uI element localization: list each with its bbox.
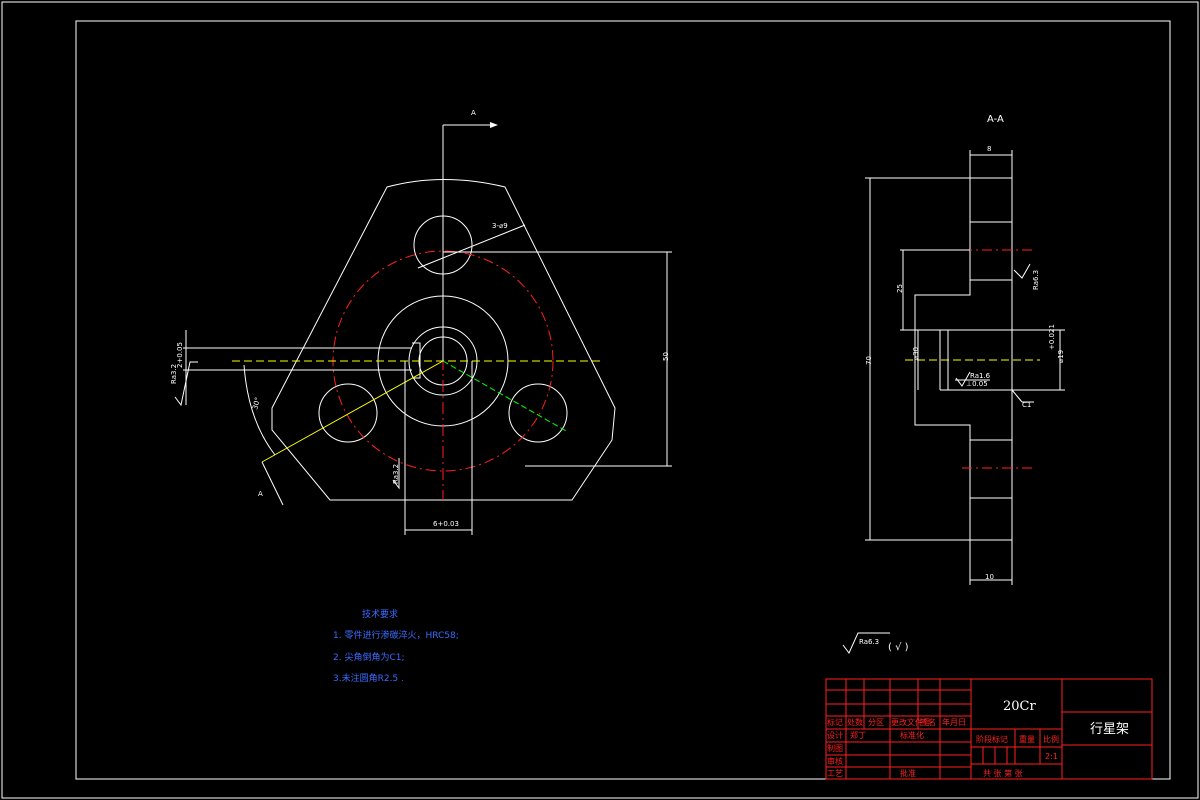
dim-diameter-19: ⌀19 — [1057, 350, 1065, 363]
dim-bore-depth: 25 — [896, 284, 904, 293]
tb-approve: 批准 — [900, 768, 916, 778]
general-roughness-symbol: Ra6.3 — [859, 638, 879, 646]
section-label: A-A — [987, 114, 1004, 125]
dim-tol-19: +0.021 — [1048, 324, 1056, 350]
hole-left — [318, 383, 378, 443]
front-view — [174, 122, 672, 535]
tb-h-mark: 标记 — [827, 717, 843, 727]
tb-process: 工艺 — [827, 769, 843, 778]
rough-key: Ra3.2 — [392, 464, 400, 484]
tb-scale: 2:1 — [1045, 752, 1058, 761]
cut-arrow-top — [490, 122, 498, 128]
dim-bottom-width: 10 — [985, 573, 994, 581]
tech-note-3: 3.未注圆角R2.5 . — [333, 672, 404, 684]
tb-weight: 重量 — [1019, 734, 1035, 744]
material: 20Cr — [1003, 699, 1036, 714]
tb-scale-label: 比例 — [1043, 734, 1059, 744]
rough-side: Ra6.3 — [1032, 270, 1040, 290]
section-view — [865, 150, 1065, 585]
tech-note-1: 1. 零件进行渗碳淬火，HRC58; — [333, 629, 459, 641]
center-diag-right — [442, 360, 569, 433]
tech-notes-title: 技术要求 — [362, 608, 398, 620]
dim-key-bottom: 6+0.03 — [433, 520, 459, 528]
dim-key-left: 2+0.05 — [176, 342, 184, 368]
tb-h-sign: 签名 — [920, 717, 936, 727]
inner-frame — [75, 20, 1171, 780]
tb-draw: 制图 — [827, 743, 843, 753]
tb-h-date: 年月日 — [942, 717, 966, 727]
cut-label-bottom: A — [258, 490, 263, 498]
part-name: 行星架 — [1090, 722, 1129, 737]
chamfer-label: C1 — [1022, 401, 1031, 409]
tb-h-zone: 分区 — [868, 718, 884, 727]
holes-callout: 3-⌀9 — [492, 222, 508, 230]
tb-stage: 阶段标记 — [976, 734, 1008, 744]
angle-arc — [243, 364, 276, 456]
cut-label-top: A — [471, 109, 476, 117]
title-block — [825, 678, 1153, 780]
rough-bore-sub: ⊥0.05 — [966, 380, 988, 388]
dim-top-width: 8 — [987, 145, 991, 153]
tb-std: 标准化 — [900, 730, 924, 740]
tb-h-count: 处数 — [847, 717, 863, 727]
rough-bore: Ra1.6 — [970, 372, 991, 380]
tb-design: 设计 — [827, 730, 843, 740]
dim-height-total: 70 — [865, 356, 873, 365]
hole-right — [508, 383, 568, 443]
front-outline — [271, 179, 616, 501]
general-roughness-paren: ( √ ) — [888, 642, 909, 653]
rough-left: Ra3.2 — [170, 364, 178, 384]
dim-50: 50 — [662, 352, 670, 361]
tech-note-2: 2. 尖角倒角为C1; — [333, 651, 405, 663]
tb-h-docnum: 更改文件号 — [891, 717, 931, 727]
dim-angle: 30° — [251, 396, 262, 410]
tb-check: 审核 — [827, 756, 843, 766]
section-outline — [914, 177, 1013, 541]
tb-sheets: 共 张 第 张 — [983, 768, 1023, 778]
tb-designer: 郑丁 — [850, 730, 866, 740]
dim-diameter-30: ⌀30 — [912, 347, 920, 360]
center-diag-left — [261, 360, 444, 463]
